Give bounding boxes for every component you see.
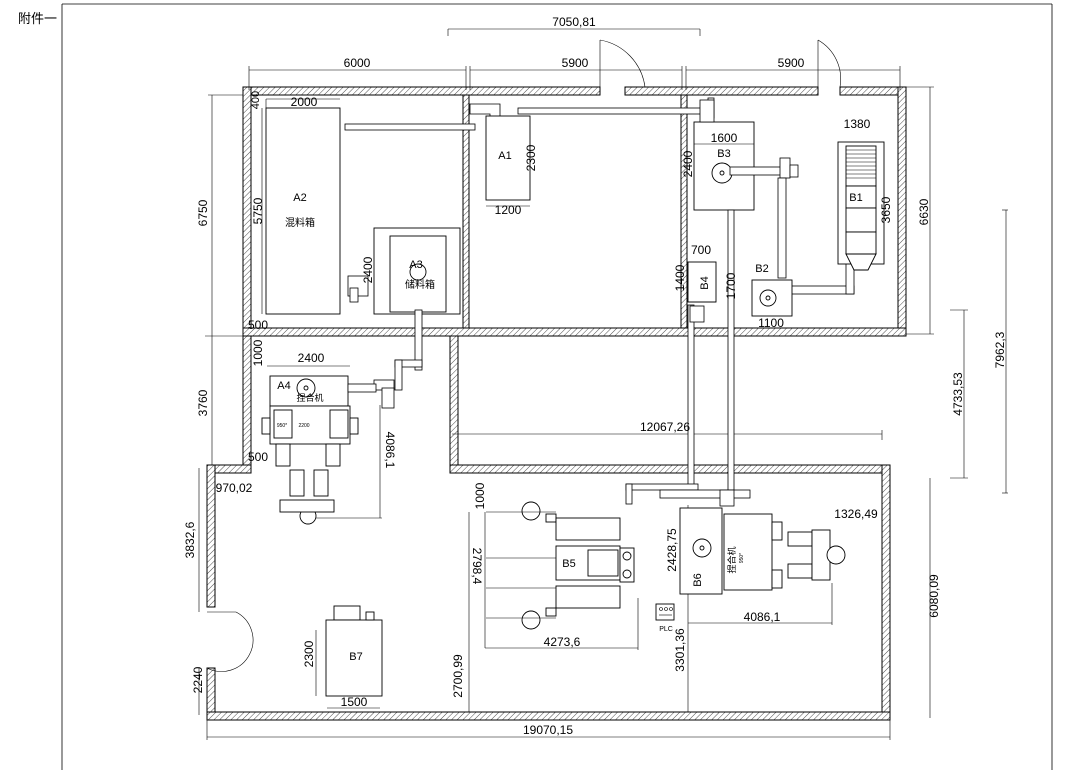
dim-b2-height: 1700 — [724, 272, 738, 299]
dim-b6-side: 1326,49 — [834, 507, 878, 521]
building-walls — [206, 86, 907, 721]
label-a4-plate-left: 950* — [277, 423, 287, 429]
dim-b5-lower: 2700,99 — [451, 654, 465, 698]
dim-b6-height: 2428,75 — [665, 528, 679, 572]
dim-wall-400: 400 — [250, 91, 262, 109]
dim-b3-height: 2400 — [681, 150, 695, 177]
equipment-a1 — [485, 115, 531, 207]
equipment-labels: A1 A2 混料箱 A3 储料箱 A4 捏合机 950* 2200 B1 B2 … — [277, 148, 863, 663]
equipment-a4 — [261, 375, 377, 525]
dim-b1-width: 1380 — [844, 117, 871, 131]
dim-b4-width: 700 — [691, 243, 711, 257]
dim-b5-height: 2798,4 — [470, 548, 484, 585]
equipment-b6 — [679, 507, 846, 595]
dim-wall-500-a: 500 — [248, 318, 268, 332]
label-a4-plate-right: 2200 — [298, 423, 309, 429]
dim-a2-height: 5750 — [251, 197, 265, 224]
dim-left-upper: 6750 — [196, 199, 210, 226]
dim-room2-width: 5900 — [562, 56, 589, 70]
dim-b1-height: 3650 — [879, 196, 893, 223]
dim-top-total: 7050,81 — [552, 15, 596, 29]
dim-a1-width: 1200 — [495, 203, 522, 217]
doors — [206, 39, 841, 672]
dim-right-upper: 6630 — [917, 198, 931, 225]
dim-right-lower: 6080,09 — [927, 574, 941, 618]
label-a3-name: 储料箱 — [405, 278, 435, 291]
dim-room3-width: 5900 — [778, 56, 805, 70]
label-a3: A3 — [409, 259, 422, 271]
dim-a2-width: 2000 — [291, 95, 318, 109]
label-a1: A1 — [498, 150, 511, 162]
dim-left-mid: 3760 — [196, 389, 210, 416]
dim-a3-height: 2400 — [361, 256, 375, 283]
dim-b4-height: 1400 — [673, 264, 687, 291]
label-b2: B2 — [755, 263, 768, 275]
dimension-labels: 7050,81 6000 5900 5900 6750 3760 3832,6 … — [183, 15, 1007, 737]
label-plc: PLC — [659, 626, 673, 633]
dim-b5-width: 4273,6 — [544, 635, 581, 649]
dim-b6-lower: 3301,36 — [673, 628, 687, 672]
dim-b3-width: 1600 — [711, 131, 738, 145]
dim-a4-length: 4086,1 — [383, 432, 397, 469]
dim-a1-height: 2300 — [524, 144, 538, 171]
label-b7: B7 — [349, 651, 362, 663]
dim-b7-height: 2300 — [302, 640, 316, 667]
label-a2: A2 — [293, 192, 306, 204]
dim-bottom-total: 19070,15 — [523, 723, 573, 737]
dim-b7-width: 1500 — [341, 695, 368, 709]
label-a2-name: 混料箱 — [285, 216, 315, 229]
dim-b2-width: 1100 — [758, 316, 784, 330]
equipment-a3 — [347, 227, 461, 315]
pipe-a3-a4 — [373, 309, 423, 409]
plc-cabinet — [655, 603, 675, 621]
dim-left-door: 2240 — [191, 666, 205, 693]
drawing-frame — [61, 3, 1053, 770]
dim-wall-500-b: 500 — [248, 450, 268, 464]
label-b6-plate: 950* — [739, 553, 745, 563]
label-b4: B4 — [699, 276, 711, 289]
equipment-b5 — [486, 501, 635, 630]
attachment-label: 附件一 — [18, 12, 58, 27]
dim-b5-gap: 1000 — [473, 482, 487, 509]
dim-b6-length: 4086,1 — [744, 610, 781, 624]
label-b6-name: 捏合机 — [726, 546, 738, 573]
equipment-b2 — [751, 279, 793, 317]
pipe-to-b5-b6 — [625, 483, 751, 507]
dim-room1-width: 6000 — [344, 56, 371, 70]
label-a4-name: 捏合机 — [296, 392, 323, 404]
equipment-b3 — [693, 99, 799, 211]
label-b6: B6 — [692, 573, 704, 586]
dim-a4-width: 2400 — [298, 351, 325, 365]
equipment-a2 — [261, 98, 341, 315]
dim-right-mid: 4733,53 — [951, 372, 965, 416]
label-b1: B1 — [849, 192, 862, 204]
equipment-b7 — [325, 605, 383, 697]
dim-a4-gap: 1000 — [251, 339, 265, 366]
label-a4: A4 — [277, 380, 290, 392]
vertical-pipes-to-lower — [687, 209, 735, 496]
dim-wall-970: 970,02 — [216, 481, 253, 495]
label-b3: B3 — [717, 148, 730, 160]
dim-left-lower: 3832,6 — [183, 521, 197, 558]
dim-right-total: 7962,3 — [993, 331, 1007, 368]
label-b5: B5 — [562, 558, 575, 570]
equipment-b4 — [687, 261, 717, 303]
dim-center-width: 12067,26 — [640, 420, 690, 434]
equipment-b1 — [837, 141, 885, 271]
